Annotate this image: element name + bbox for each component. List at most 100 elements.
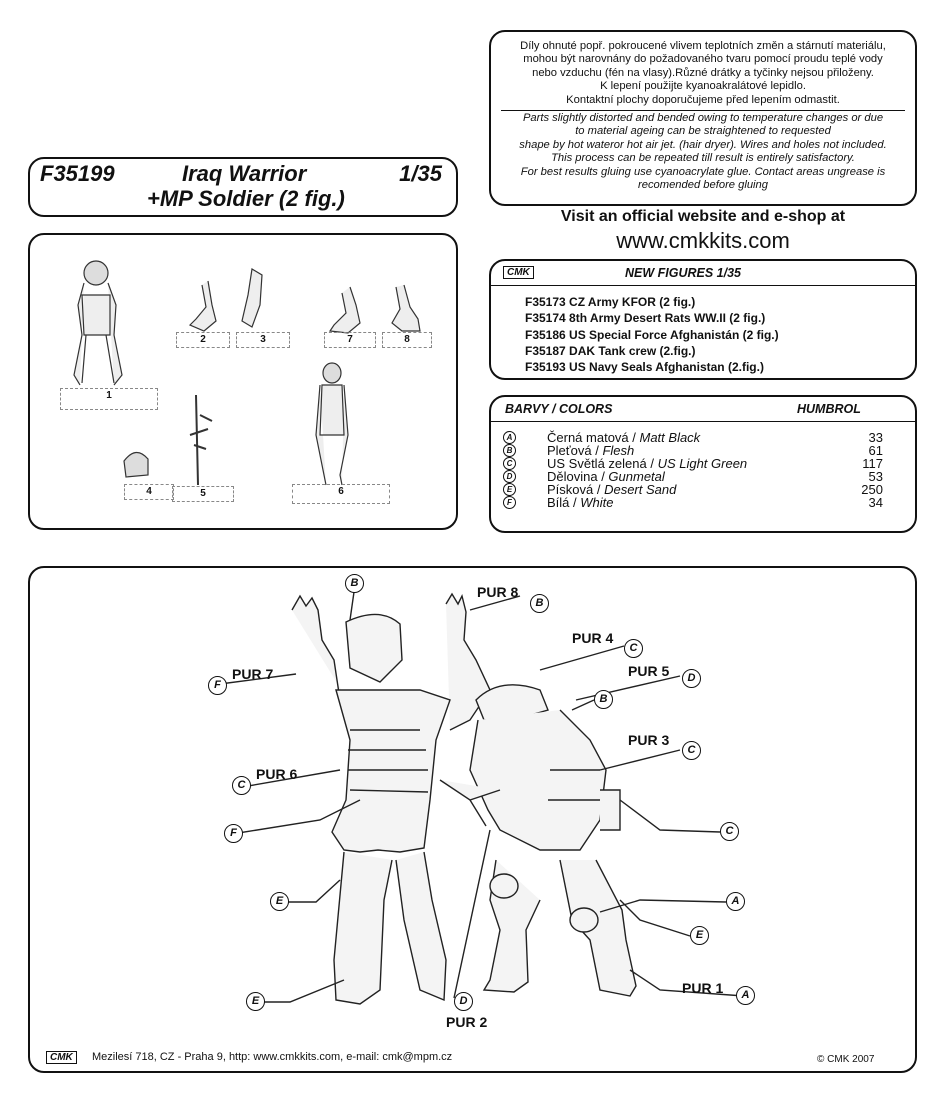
notice-czech-line: mohou být narovnány do požadovaného tvar…	[523, 53, 883, 66]
color-row: C US Světlá zelená / US Light Green 117	[503, 457, 883, 470]
callout-letter-c: C	[682, 741, 701, 760]
callout-pur6: PUR 6	[256, 766, 298, 782]
notice-czech-line: Kontaktní plochy doporučujeme před lepen…	[566, 93, 840, 106]
colors-header	[491, 397, 915, 422]
part-label-6: 6	[292, 484, 390, 504]
color-code: 53	[868, 469, 883, 484]
notice-czech-line: Díly ohnuté popř. pokroucené vlivem tepl…	[520, 40, 886, 52]
callout-letter-b: B	[530, 594, 549, 613]
footer-address: Mezilesí 718, CZ - Praha 9, http: www.cm…	[92, 1051, 453, 1063]
callout-letter-c: C	[720, 822, 739, 841]
color-english: Desert Sand	[604, 482, 677, 497]
part-1-figure	[73, 260, 123, 386]
list-item: F35187 DAK Tank crew (2.fig.)	[525, 343, 696, 358]
part-2-arm	[188, 280, 217, 332]
callout-pur2: PUR 2	[446, 1014, 488, 1030]
color-row: F Bílá / White 34	[503, 496, 883, 509]
color-english: White	[580, 495, 614, 510]
new-figures-box: CMK NEW FIGURES 1/35 F35173 CZ Army KFOR…	[489, 259, 917, 380]
callout-letter-b: B	[345, 574, 364, 593]
callout-pur3: PUR 3	[628, 732, 670, 748]
color-czech: Dělovina /	[547, 469, 609, 484]
colors-brand: HUMBROL	[797, 402, 861, 416]
color-letter: B	[503, 444, 516, 457]
product-scale: 1/35	[399, 161, 442, 186]
callout-letter-e: E	[246, 992, 265, 1011]
callout-letter-f: F	[224, 824, 243, 843]
notice-english: Parts slightly distorted and bended owin…	[491, 112, 915, 192]
parts-drawing	[73, 260, 421, 486]
color-letter: C	[503, 457, 516, 470]
color-czech: Černá matová /	[547, 430, 640, 445]
callout-pur5: PUR 5	[628, 663, 670, 679]
callout-letter-f: F	[208, 676, 227, 695]
color-czech: Bílá /	[547, 495, 581, 510]
list-item: F35174 8th Army Desert Rats WW.II (2 fig…	[525, 311, 766, 326]
notice-czech: Díly ohnuté popř. pokroucené vlivem tepl…	[491, 32, 915, 109]
notice-czech-line: K lepení použijte kyanoakralátové lepidl…	[600, 80, 806, 93]
color-row: D Dělovina / Gunmetal 53	[503, 470, 883, 483]
part-label-2: 2	[176, 332, 230, 348]
notice-english-line: For best results gluing use cyanoacrylat…	[520, 165, 886, 178]
list-item: F35193 US Navy Seals Afghanistan (2.fig.…	[525, 360, 764, 375]
callout-letter-d: D	[682, 669, 701, 688]
parts-box: 1 2 3 4 5 6 7 8	[28, 233, 458, 530]
notice-english-line: This process can be repeated till result…	[551, 152, 855, 165]
color-code: 61	[868, 443, 883, 458]
website-url[interactable]: www.cmkkits.com	[616, 228, 790, 253]
website-heading: Visit an official website and e-shop at	[560, 208, 846, 225]
product-name-line2: +MP Soldier (2 fig.)	[147, 186, 345, 211]
colors-title: BARVY / COLORS	[505, 402, 613, 416]
color-english: Gunmetal	[608, 469, 665, 484]
notice-box: Díly ohnuté popř. pokroucené vlivem tepl…	[489, 30, 917, 206]
footer-copyright: © CMK 2007	[817, 1054, 875, 1065]
callout-letter-a: A	[726, 892, 745, 911]
callout-pur7: PUR 7	[232, 666, 274, 682]
callout-letter-d: D	[454, 992, 473, 1011]
part-3-arm	[241, 268, 263, 328]
callout-pur4: PUR 4	[572, 630, 614, 646]
color-czech: US Světlá zelená /	[547, 456, 658, 471]
callout-pur8: PUR 8	[477, 584, 519, 600]
mp-soldier-figure	[439, 684, 637, 997]
part-label-8: 8	[382, 332, 432, 348]
part-6-figure	[315, 362, 349, 486]
product-code: F35199	[40, 161, 115, 186]
notice-english-line: shape by hot wateror hot air jet. (hair …	[519, 138, 887, 151]
color-english: Matt Black	[639, 430, 701, 445]
part-label-5: 5	[172, 486, 234, 502]
new-figures-title: NEW FIGURES 1/35	[625, 266, 741, 280]
color-row: B Pleťová / Flesh 61	[503, 444, 883, 457]
callout-letter-e: E	[690, 926, 709, 945]
notice-english-line: Parts slightly distorted and bended owin…	[522, 112, 884, 125]
callout-letter-c: C	[232, 776, 251, 795]
color-czech: Písková /	[547, 482, 605, 497]
part-4-head	[123, 451, 149, 478]
color-code: 34	[868, 495, 883, 510]
notice-english-line: to material ageing can be straightened t…	[575, 125, 831, 138]
color-letter: D	[503, 470, 516, 483]
color-row: A Černá matová / Matt Black 33	[503, 431, 883, 444]
list-item: F35173 CZ Army KFOR (2 fig.)	[525, 295, 696, 309]
notice-english-line: recomended before gluing	[638, 179, 768, 192]
color-row: E Písková / Desert Sand 250	[503, 483, 883, 496]
notice-czech-line: nebo vzduchu (fén na vlasy).Různé drátky…	[532, 66, 874, 79]
footer-cmk-logo: CMK	[46, 1051, 77, 1064]
color-code: 117	[862, 456, 883, 471]
callout-letter-c: C	[624, 639, 643, 658]
painting-diagram-box	[28, 566, 917, 1073]
color-english: Flesh	[602, 443, 635, 458]
notice-divider	[501, 110, 905, 112]
colors-box: BARVY / COLORS HUMBROL A Černá matová / …	[489, 395, 917, 533]
callout-letter-a: A	[736, 986, 755, 1005]
color-code: 250	[861, 482, 883, 497]
part-label-4: 4	[124, 484, 174, 500]
color-code: 33	[868, 430, 883, 445]
callout-pur1: PUR 1	[682, 980, 724, 996]
part-5-rifle	[189, 394, 213, 486]
part-label-1: 1	[60, 388, 158, 410]
color-english: US Light Green	[657, 456, 748, 471]
color-letter: A	[503, 431, 516, 444]
callout-letter-e: E	[270, 892, 289, 911]
